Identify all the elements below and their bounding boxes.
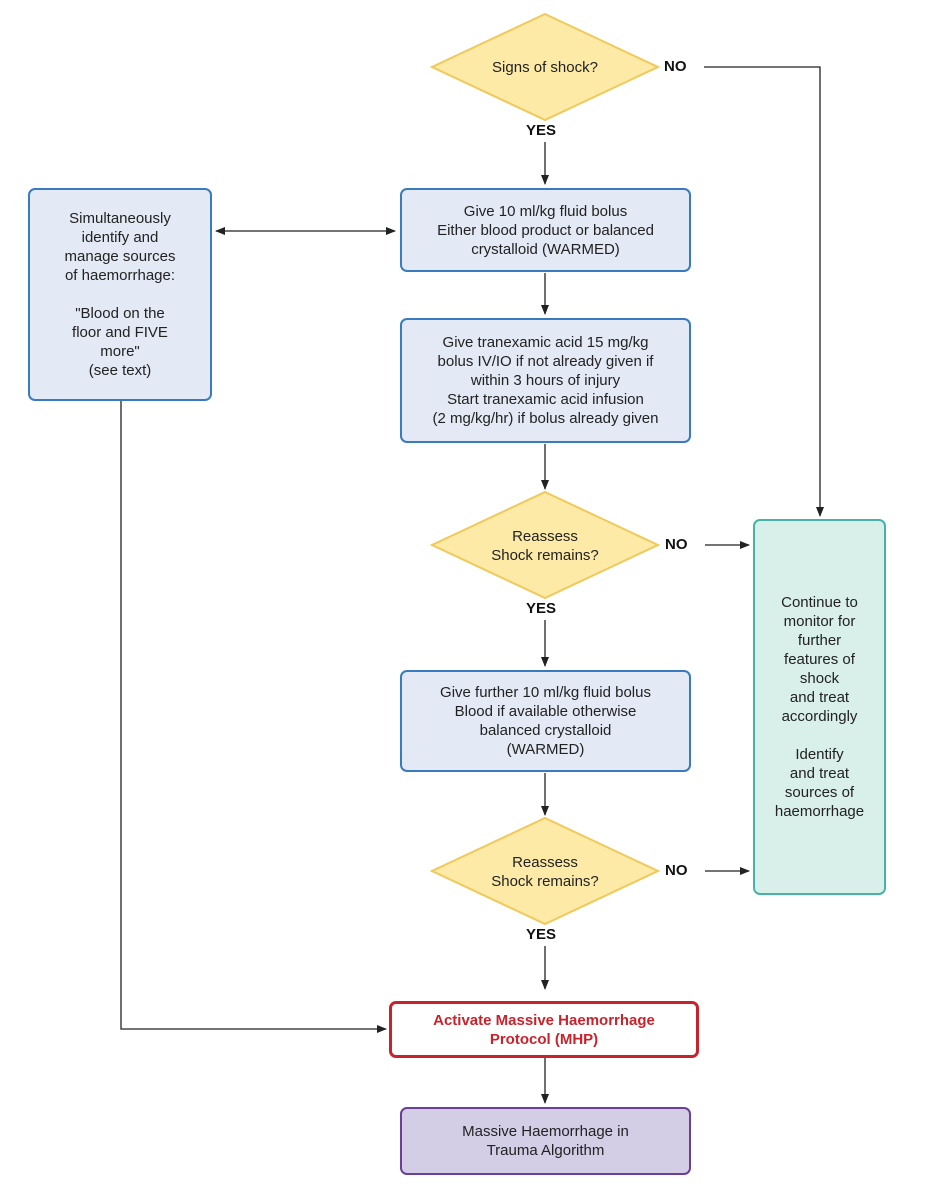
further-bolus-box: Give further 10 ml/kg fluid bolus Blood … <box>400 670 691 772</box>
box-text: Trauma Algorithm <box>486 1142 605 1159</box>
box-text: Continue to <box>781 594 858 611</box>
box-text: bolus IV/IO if not already given if <box>437 353 654 370</box>
box-text: (see text) <box>88 362 152 379</box>
decision-text: Reassess <box>512 854 578 871</box>
decision-signs-of-shock: Signs of shock? <box>458 54 632 80</box>
yes-label: YES <box>526 600 557 617</box>
decision-reassess-1: Reassess Shock remains? <box>458 526 632 566</box>
decision-diamond-shock <box>429 12 661 122</box>
box-text: within 3 hours of injury <box>470 372 621 389</box>
box-text: monitor for <box>783 613 856 630</box>
box-text: Either blood product or balanced <box>437 221 654 239</box>
activate-mhp-box: Activate Massive Haemorrhage Protocol (M… <box>389 1001 699 1058</box>
box-text: of haemorrhage: <box>64 267 176 284</box>
box-text: balanced crystalloid <box>479 722 612 739</box>
decision-text: Shock remains? <box>491 547 599 564</box>
box-text: "Blood on the <box>75 305 165 322</box>
tranexamic-box: Give tranexamic acid 15 mg/kg bolus IV/I… <box>400 318 691 443</box>
decision-text: Reassess <box>512 528 578 545</box>
simultaneously-box: Simultaneously identify and manage sourc… <box>28 188 212 401</box>
give-bolus-box: Give 10 ml/kg fluid bolus Either blood p… <box>400 188 691 272</box>
yes-label: YES <box>526 122 557 139</box>
mh-algorithm-box: Massive Haemorrhage in Trauma Algorithm <box>400 1107 691 1175</box>
yes-label: YES <box>526 926 557 943</box>
box-text: identify and <box>81 229 159 246</box>
box-text: Blood if available otherwise <box>454 703 637 720</box>
box-text: (2 mg/kg/hr) if bolus already given <box>432 410 659 427</box>
box-text: Activate Massive Haemorrhage <box>433 1011 655 1029</box>
box-text: Start tranexamic acid infusion <box>447 391 644 408</box>
box-text: (WARMED) <box>506 741 585 758</box>
box-text: Protocol (MHP) <box>489 1030 599 1048</box>
decision-diamond-reassess-1 <box>429 490 661 600</box>
continue-monitor-box: Continue to monitor for further features… <box>753 519 886 895</box>
decision-diamond-reassess-2 <box>429 816 661 926</box>
no-label: NO <box>665 862 688 879</box>
decision-text: Shock remains? <box>491 873 599 890</box>
box-text: crystalloid (WARMED) <box>471 240 620 258</box>
connector-simultaneous-to-mhp <box>120 401 387 1033</box>
box-text: haemorrhage <box>774 803 865 820</box>
decision-text: Signs of shock? <box>492 58 598 76</box>
box-text: Give tranexamic acid 15 mg/kg <box>442 334 649 351</box>
box-text: more" <box>100 343 140 360</box>
box-text: further <box>797 632 842 649</box>
box-text: Identify <box>795 746 844 763</box>
box-text: shock <box>799 670 840 687</box>
box-text: Massive Haemorrhage in <box>462 1123 629 1140</box>
no-label: NO <box>664 58 687 75</box>
box-text: Give 10 ml/kg fluid bolus <box>463 202 628 220</box>
box-text: and treat <box>789 765 850 782</box>
box-text: Simultaneously <box>69 210 171 227</box>
decision-reassess-2: Reassess Shock remains? <box>458 852 632 892</box>
box-text: floor and FIVE <box>72 324 168 341</box>
box-text: features of <box>784 651 855 668</box>
box-text: sources of <box>784 784 855 801</box>
no-label: NO <box>665 536 688 553</box>
box-text: accordingly <box>781 708 858 725</box>
box-text: manage sources <box>64 248 176 265</box>
box-text: Give further 10 ml/kg fluid bolus <box>440 684 651 701</box>
box-text: and treat <box>789 689 850 706</box>
connector-no-to-continue <box>704 66 824 517</box>
